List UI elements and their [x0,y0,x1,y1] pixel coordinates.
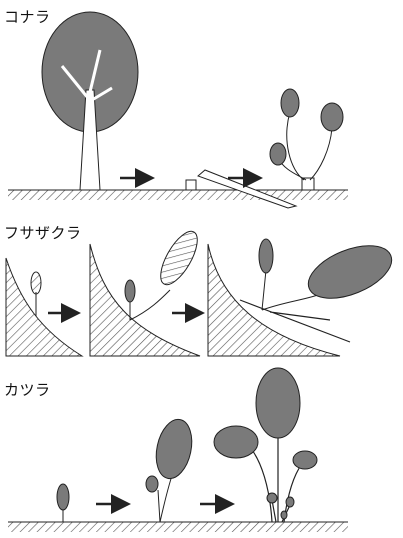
slope-panel-3 [208,244,340,356]
ground-hatch [8,190,348,200]
katsura-row [8,368,348,532]
sprout-leaf-1 [281,89,299,117]
katsura-left-leaf [214,426,258,458]
katsura-bud-1 [267,493,277,503]
seedling-2-big-leaf [154,226,205,290]
fallen-tree [186,170,296,208]
sprout-leaf-2 [321,103,343,131]
katsura-top-leaf [256,368,300,438]
seedling-3-big-leaf [301,235,399,309]
seedling-3-small-leaf [259,239,273,273]
katsura-seedling-leaf [57,484,69,510]
mature-tree [42,12,138,190]
seedling-1-leaf [31,272,41,294]
katsura-young-small-leaf [146,476,158,492]
fusazakura-row [6,226,399,356]
katsura-young-big-leaf [151,416,197,482]
fallen-log [198,170,296,208]
katsura-right-leaf [293,451,317,469]
slope-panel-1 [6,258,82,356]
ground-hatch-2 [8,522,348,532]
seedling-2-stems [130,290,170,320]
katsura-multi-stem-tree [214,368,317,522]
sprout-leaf-3 [270,143,286,165]
katsura-bud-3 [281,511,287,519]
seedling-2-small-leaf [125,280,135,302]
katsura-bud-2 [286,497,294,507]
stump-sprouts [270,89,343,190]
konara-row [8,12,348,208]
stump [186,180,196,190]
